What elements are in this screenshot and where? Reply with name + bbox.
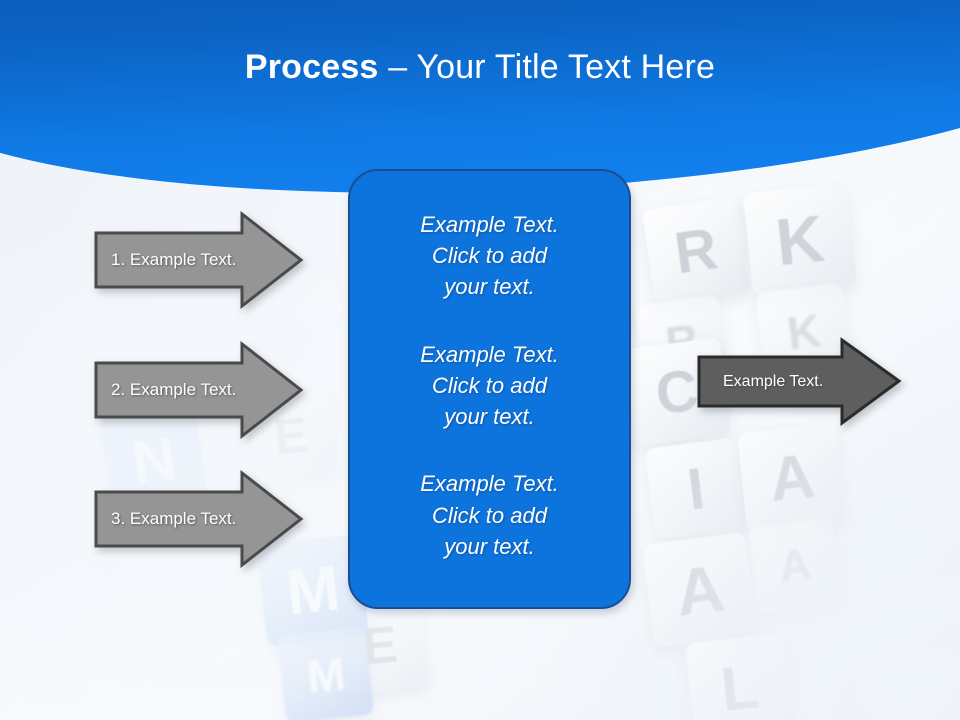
page-title-rest: – Your Title Text Here [378,48,716,86]
panel-text-block-3: Example Text. Click to add your text. [420,471,559,559]
output-arrow[interactable]: Example Text. [697,337,902,426]
background-cube-glyph: I [684,455,708,523]
panel-text-block-1: Example Text. Click to add your text. [420,212,559,300]
page-title-strong: Process [244,48,379,86]
background-cube-glyph: A [671,550,729,630]
input-arrow-3-label: 3. Example Text. [111,509,237,528]
input-arrow-2-label: 2. Example Text. [111,380,237,399]
background-cube-a: A [747,518,843,614]
background-cube-i: I [644,437,748,541]
background-cube-glyph: R [670,215,722,287]
input-arrow-1-label: 1. Example Text. [111,250,237,269]
background-cube-m: M [277,626,375,720]
arrow-right-icon [94,341,304,439]
background-cube-glyph: K [772,200,828,280]
arrow-right-icon [94,470,304,568]
input-arrow-1[interactable]: 1. Example Text. [94,211,304,309]
page-title: Process – Your Title Text Here [0,48,960,87]
arrow-right-icon [697,337,902,426]
background-cube-glyph: A [766,441,818,515]
background-cube-glyph: M [304,647,348,703]
input-arrow-2[interactable]: 2. Example Text. [94,341,304,439]
output-arrow-label: Example Text. [723,372,824,390]
background-cube-a: A [737,423,847,533]
panel-text-block-2: Example Text. Click to add your text. [420,341,559,430]
arrow-right-icon [94,211,304,309]
background-cube-glyph: C [652,357,702,427]
background-cube-glyph: L [717,651,763,720]
background-cube-a: A [642,532,758,648]
background-cube-glyph: A [776,539,814,592]
process-detail-panel[interactable]: Example Text. Click to add your text. Ex… [348,169,631,609]
background-cube-l: L [685,633,795,720]
input-arrow-3[interactable]: 3. Example Text. [94,470,304,568]
background-cube-r: R [641,196,751,306]
